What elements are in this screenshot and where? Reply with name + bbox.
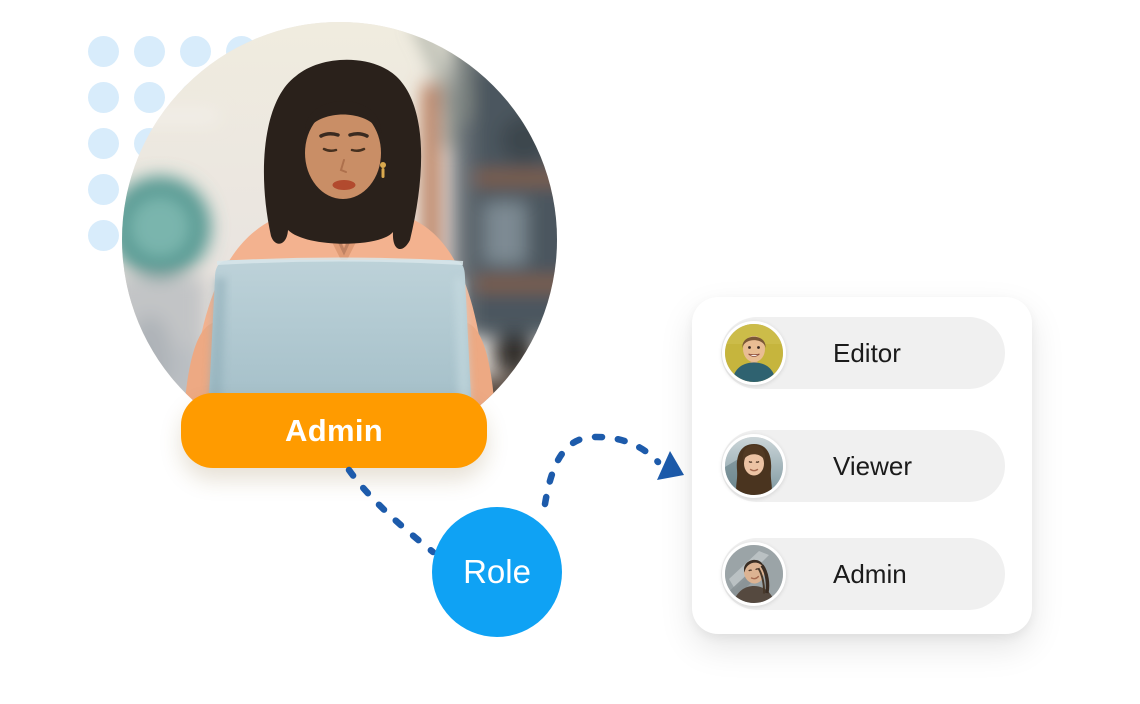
viewer-avatar [722,434,786,498]
role-pill-admin[interactable]: Admin [721,538,1005,610]
admin-badge-label: Admin [285,412,383,448]
arrow-role-to-card [541,433,662,508]
decor-dot [88,220,119,251]
decor-dot [88,128,119,159]
decor-dot [88,36,119,67]
roles-card: Editor [692,297,1032,634]
role-node[interactable]: Role [432,507,562,637]
arrow-admin-to-role [345,466,437,556]
photo-illustration [122,22,557,457]
decor-dot [88,82,119,113]
admin-badge[interactable]: Admin [181,393,487,468]
role-pill-viewer-label: Viewer [833,450,913,481]
role-node-label: Role [463,553,531,590]
arrowhead [657,451,684,480]
role-pill-editor[interactable]: Editor [721,317,1005,389]
decor-dot [134,82,165,113]
decor-dot [134,36,165,67]
decor-dot [180,36,211,67]
admin-avatar [722,542,786,606]
role-pill-admin-label: Admin [833,558,907,589]
decor-dot [88,174,119,205]
editor-avatar [722,321,786,385]
role-pill-editor-label: Editor [833,337,901,368]
woman-working-on-laptop-photo [122,22,557,457]
role-pill-viewer[interactable]: Viewer [721,430,1005,502]
